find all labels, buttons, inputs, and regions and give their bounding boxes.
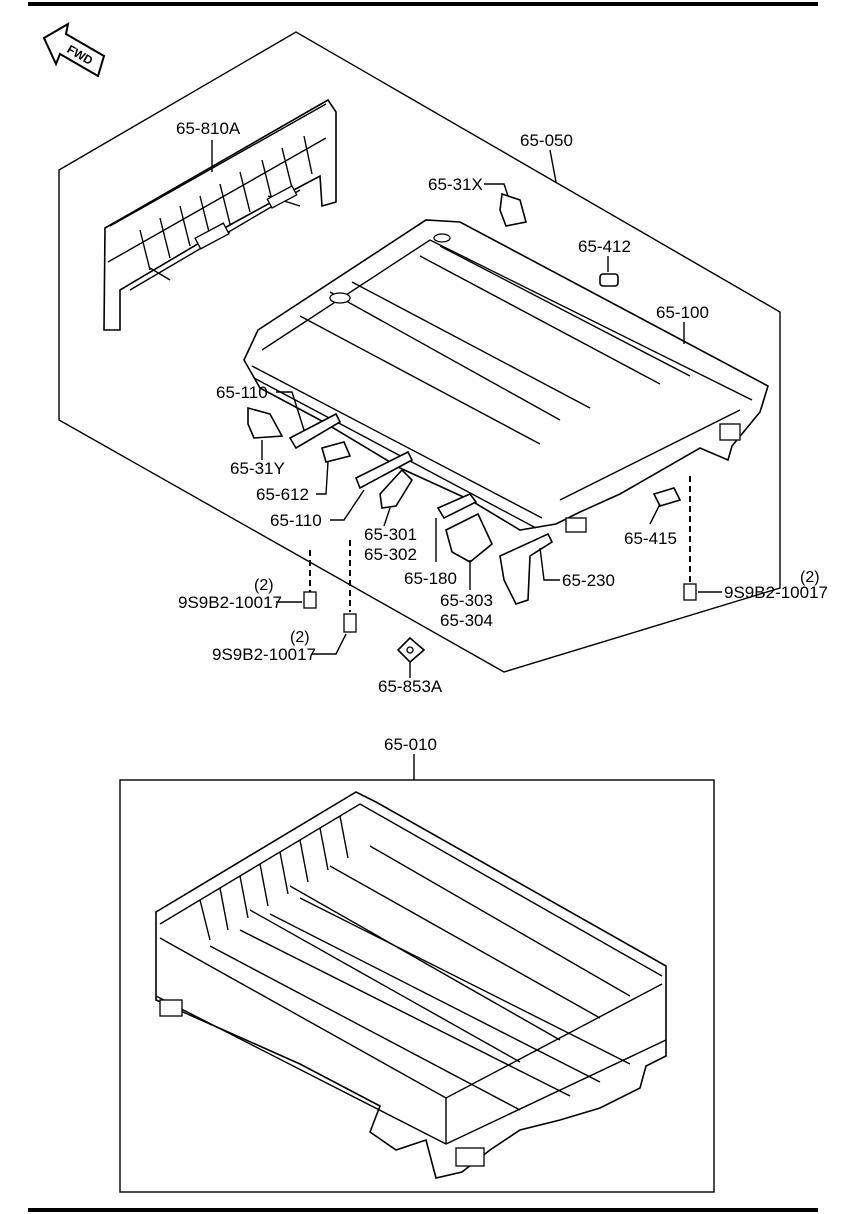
label-65-050: 65-050: [520, 131, 573, 150]
rail-110-top-part: [288, 412, 342, 450]
leader-110-bottom: [330, 489, 365, 521]
bracket-180-part: [436, 493, 478, 520]
hinge-301-part: [379, 468, 414, 509]
front-panel-part: [103, 98, 337, 331]
leader-110-top: [276, 391, 305, 431]
label-65-301: 65-301: [364, 525, 417, 544]
label-bolt-left-1: 9S9B2-10017: [178, 593, 282, 612]
floor-assembly-part: [243, 219, 769, 533]
label-65-010: 65-010: [384, 735, 437, 754]
label-65-31x: 65-31X: [428, 175, 483, 194]
label-65-415: 65-415: [624, 529, 677, 548]
label-65-110-bottom: 65-110: [270, 511, 322, 530]
fwd-arrow-icon: FWD: [42, 22, 106, 78]
leader-31x: [484, 183, 509, 197]
label-65-180: 65-180: [404, 569, 457, 588]
label-65-304: 65-304: [440, 611, 493, 630]
label-65-230: 65-230: [562, 571, 615, 590]
label-65-303: 65-303: [440, 591, 493, 610]
label-65-302: 65-302: [364, 545, 417, 564]
label-65-612: 65-612: [256, 485, 309, 504]
plate-612-part: [321, 441, 352, 463]
hook-303-part: [445, 512, 493, 563]
leader-050: [549, 149, 557, 183]
label-65-412: 65-412: [578, 237, 631, 256]
label-65-853a: 65-853A: [378, 677, 443, 696]
leader-415: [649, 503, 661, 525]
pad-412-part: [599, 273, 619, 287]
label-bolt-right: 9S9B2-10017: [724, 583, 828, 602]
bottom-border: [28, 1208, 818, 1212]
leader-301: [383, 507, 391, 527]
rail-110-bottom-part: [354, 450, 414, 490]
leader-612: [316, 461, 329, 495]
label-65-100: 65-100: [656, 303, 709, 322]
assembly-boundary: [58, 31, 781, 673]
bracket-31x-part: [499, 192, 527, 227]
label-bolt-left-1-qty: (2): [254, 577, 274, 594]
label-65-110-top: 65-110: [216, 383, 268, 402]
complete-body-frame: [119, 779, 715, 1193]
fwd-label: FWD: [65, 42, 96, 68]
label-bolt-right-qty: (2): [800, 569, 820, 586]
leader-bolt-left-2: [312, 633, 347, 655]
bolt-left-2-icon: [343, 540, 357, 633]
bolt-left-1-icon: [303, 550, 317, 609]
bolt-right-icon: [683, 476, 697, 601]
complete-body-part: [155, 791, 667, 1179]
bracket-31y-part: [247, 406, 284, 439]
label-65-810a: 65-810A: [176, 119, 241, 138]
leader-230: [539, 547, 560, 581]
label-bolt-left-2-qty: (2): [290, 629, 310, 646]
top-border: [28, 2, 818, 6]
clip-415-part: [652, 487, 682, 507]
corner-230-part: [499, 532, 554, 605]
label-bolt-left-2: 9S9B2-10017: [212, 645, 316, 664]
label-65-31y: 65-31Y: [230, 459, 285, 478]
